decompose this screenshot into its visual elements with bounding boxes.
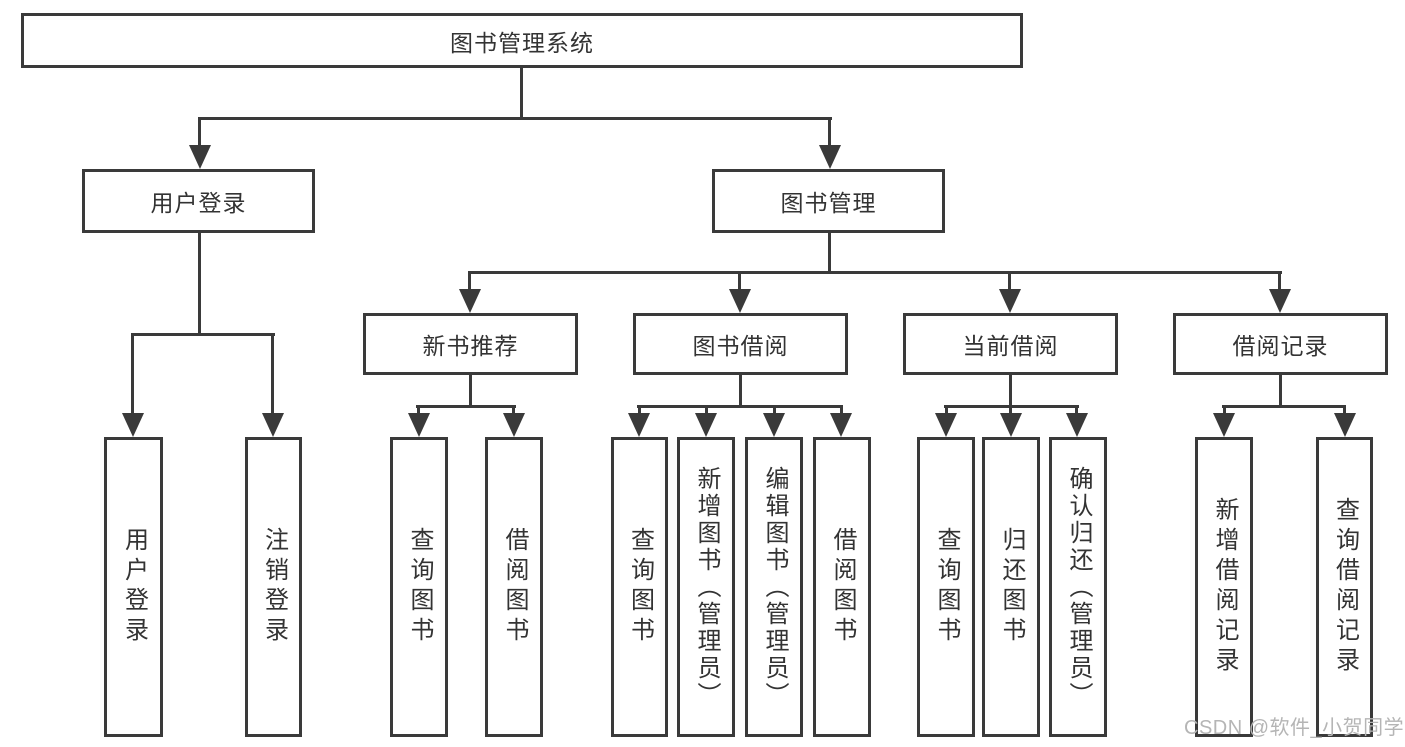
leaf-query-borrow-record: 查询借阅记录 [1316, 437, 1373, 737]
arrowhead-down-icon [695, 413, 717, 437]
connector-vline [469, 375, 472, 408]
arrowhead-down-icon [1334, 413, 1356, 437]
connector-vline [512, 405, 515, 417]
connector-vline [131, 333, 134, 417]
leaf-query-books-current: 查询图书 [917, 437, 975, 737]
node-label: 归还图书 [998, 527, 1025, 647]
node-label: 新增借阅记录 [1211, 497, 1238, 677]
arrowhead-down-icon [459, 289, 481, 313]
connector-vline [1279, 375, 1282, 408]
arrowhead-down-icon [503, 413, 525, 437]
connector-vline [1278, 271, 1281, 293]
leaf-confirm-return-admin: 确认归还（管理员） [1049, 437, 1107, 737]
connector-vline [1223, 405, 1226, 417]
node-user-login: 用户登录 [82, 169, 315, 233]
arrowhead-down-icon [763, 413, 785, 437]
arrowhead-down-icon [1066, 413, 1088, 437]
leaf-query-books-recommend: 查询图书 [390, 437, 448, 737]
leaf-edit-book-admin: 编辑图书（管理员） [745, 437, 803, 737]
arrowhead-down-icon [408, 413, 430, 437]
node-label: 新书推荐 [422, 333, 519, 359]
csdn-watermark: CSDN @软件_小贺同学 [1184, 717, 1405, 739]
node-label: 新增图书（管理员） [693, 465, 720, 709]
arrowhead-down-icon [628, 413, 650, 437]
node-label: 用户登录 [120, 527, 148, 647]
connector-vline [773, 405, 776, 417]
arrowhead-down-icon [819, 145, 841, 169]
arrowhead-down-icon [830, 413, 852, 437]
connector-hline [131, 333, 275, 336]
connector-vline [739, 375, 742, 408]
node-label: 确认归还（管理员） [1065, 465, 1092, 709]
node-book-management: 图书管理 [712, 169, 945, 233]
arrowhead-down-icon [999, 289, 1021, 313]
arrowhead-down-icon [262, 413, 284, 437]
node-label: 图书管理系统 [450, 29, 594, 56]
node-label: 图书管理 [780, 190, 877, 216]
node-new-book-recommendation: 新书推荐 [363, 313, 578, 375]
arrowhead-down-icon [1000, 413, 1022, 437]
connector-hline [637, 405, 843, 408]
connector-vline [1009, 375, 1012, 408]
connector-vline [1008, 271, 1011, 293]
connector-vline [271, 333, 274, 417]
connector-vline [945, 405, 948, 417]
connector-hline [468, 271, 1282, 274]
arrowhead-down-icon [1269, 289, 1291, 313]
connector-vline [638, 405, 641, 417]
leaf-user-login: 用户登录 [104, 437, 163, 737]
arrowhead-down-icon [122, 413, 144, 437]
arrowhead-down-icon [729, 289, 751, 313]
node-label: 查询图书 [933, 527, 960, 647]
arrowhead-down-icon [189, 145, 211, 169]
connector-vline [828, 233, 831, 274]
connector-vline [417, 405, 420, 417]
node-label: 查询图书 [626, 527, 654, 647]
connector-vline [1009, 405, 1012, 417]
arrowhead-down-icon [935, 413, 957, 437]
connector-vline [738, 271, 741, 293]
node-label: 图书借阅 [692, 333, 789, 359]
node-label: 当前借阅 [962, 333, 1059, 359]
node-label: 借阅图书 [501, 527, 528, 647]
node-label: 借阅记录 [1232, 333, 1329, 359]
node-label: 编辑图书（管理员） [761, 465, 788, 709]
leaf-return-books: 归还图书 [982, 437, 1040, 737]
connector-vline [705, 405, 708, 417]
node-label: 注销登录 [260, 527, 288, 647]
connector-vline [198, 117, 201, 148]
node-label: 借阅图书 [829, 527, 856, 647]
arrowhead-down-icon [1213, 413, 1235, 437]
connector-vline [840, 405, 843, 417]
connector-hline [198, 117, 832, 120]
connector-hline [416, 405, 516, 408]
leaf-add-book-admin: 新增图书（管理员） [677, 437, 735, 737]
connector-vline [1343, 405, 1346, 417]
connector-vline [468, 271, 471, 293]
leaf-logout: 注销登录 [245, 437, 302, 737]
leaf-query-books-borrowing: 查询图书 [611, 437, 668, 737]
connector-hline [1222, 405, 1346, 408]
node-book-borrowing: 图书借阅 [633, 313, 848, 375]
node-library-management-system: 图书管理系统 [21, 13, 1023, 68]
connector-vline [520, 68, 523, 119]
leaf-borrow-books-recommend: 借阅图书 [485, 437, 543, 737]
node-label: 查询借阅记录 [1331, 497, 1359, 677]
connector-vline [198, 233, 201, 335]
node-borrowing-records: 借阅记录 [1173, 313, 1388, 375]
connector-vline [828, 117, 831, 148]
node-label: 查询图书 [406, 527, 433, 647]
connector-vline [1075, 405, 1078, 417]
leaf-borrow-books-borrowing: 借阅图书 [813, 437, 871, 737]
node-label: 用户登录 [150, 190, 247, 216]
leaf-add-borrow-record: 新增借阅记录 [1195, 437, 1253, 737]
node-current-borrowing: 当前借阅 [903, 313, 1118, 375]
